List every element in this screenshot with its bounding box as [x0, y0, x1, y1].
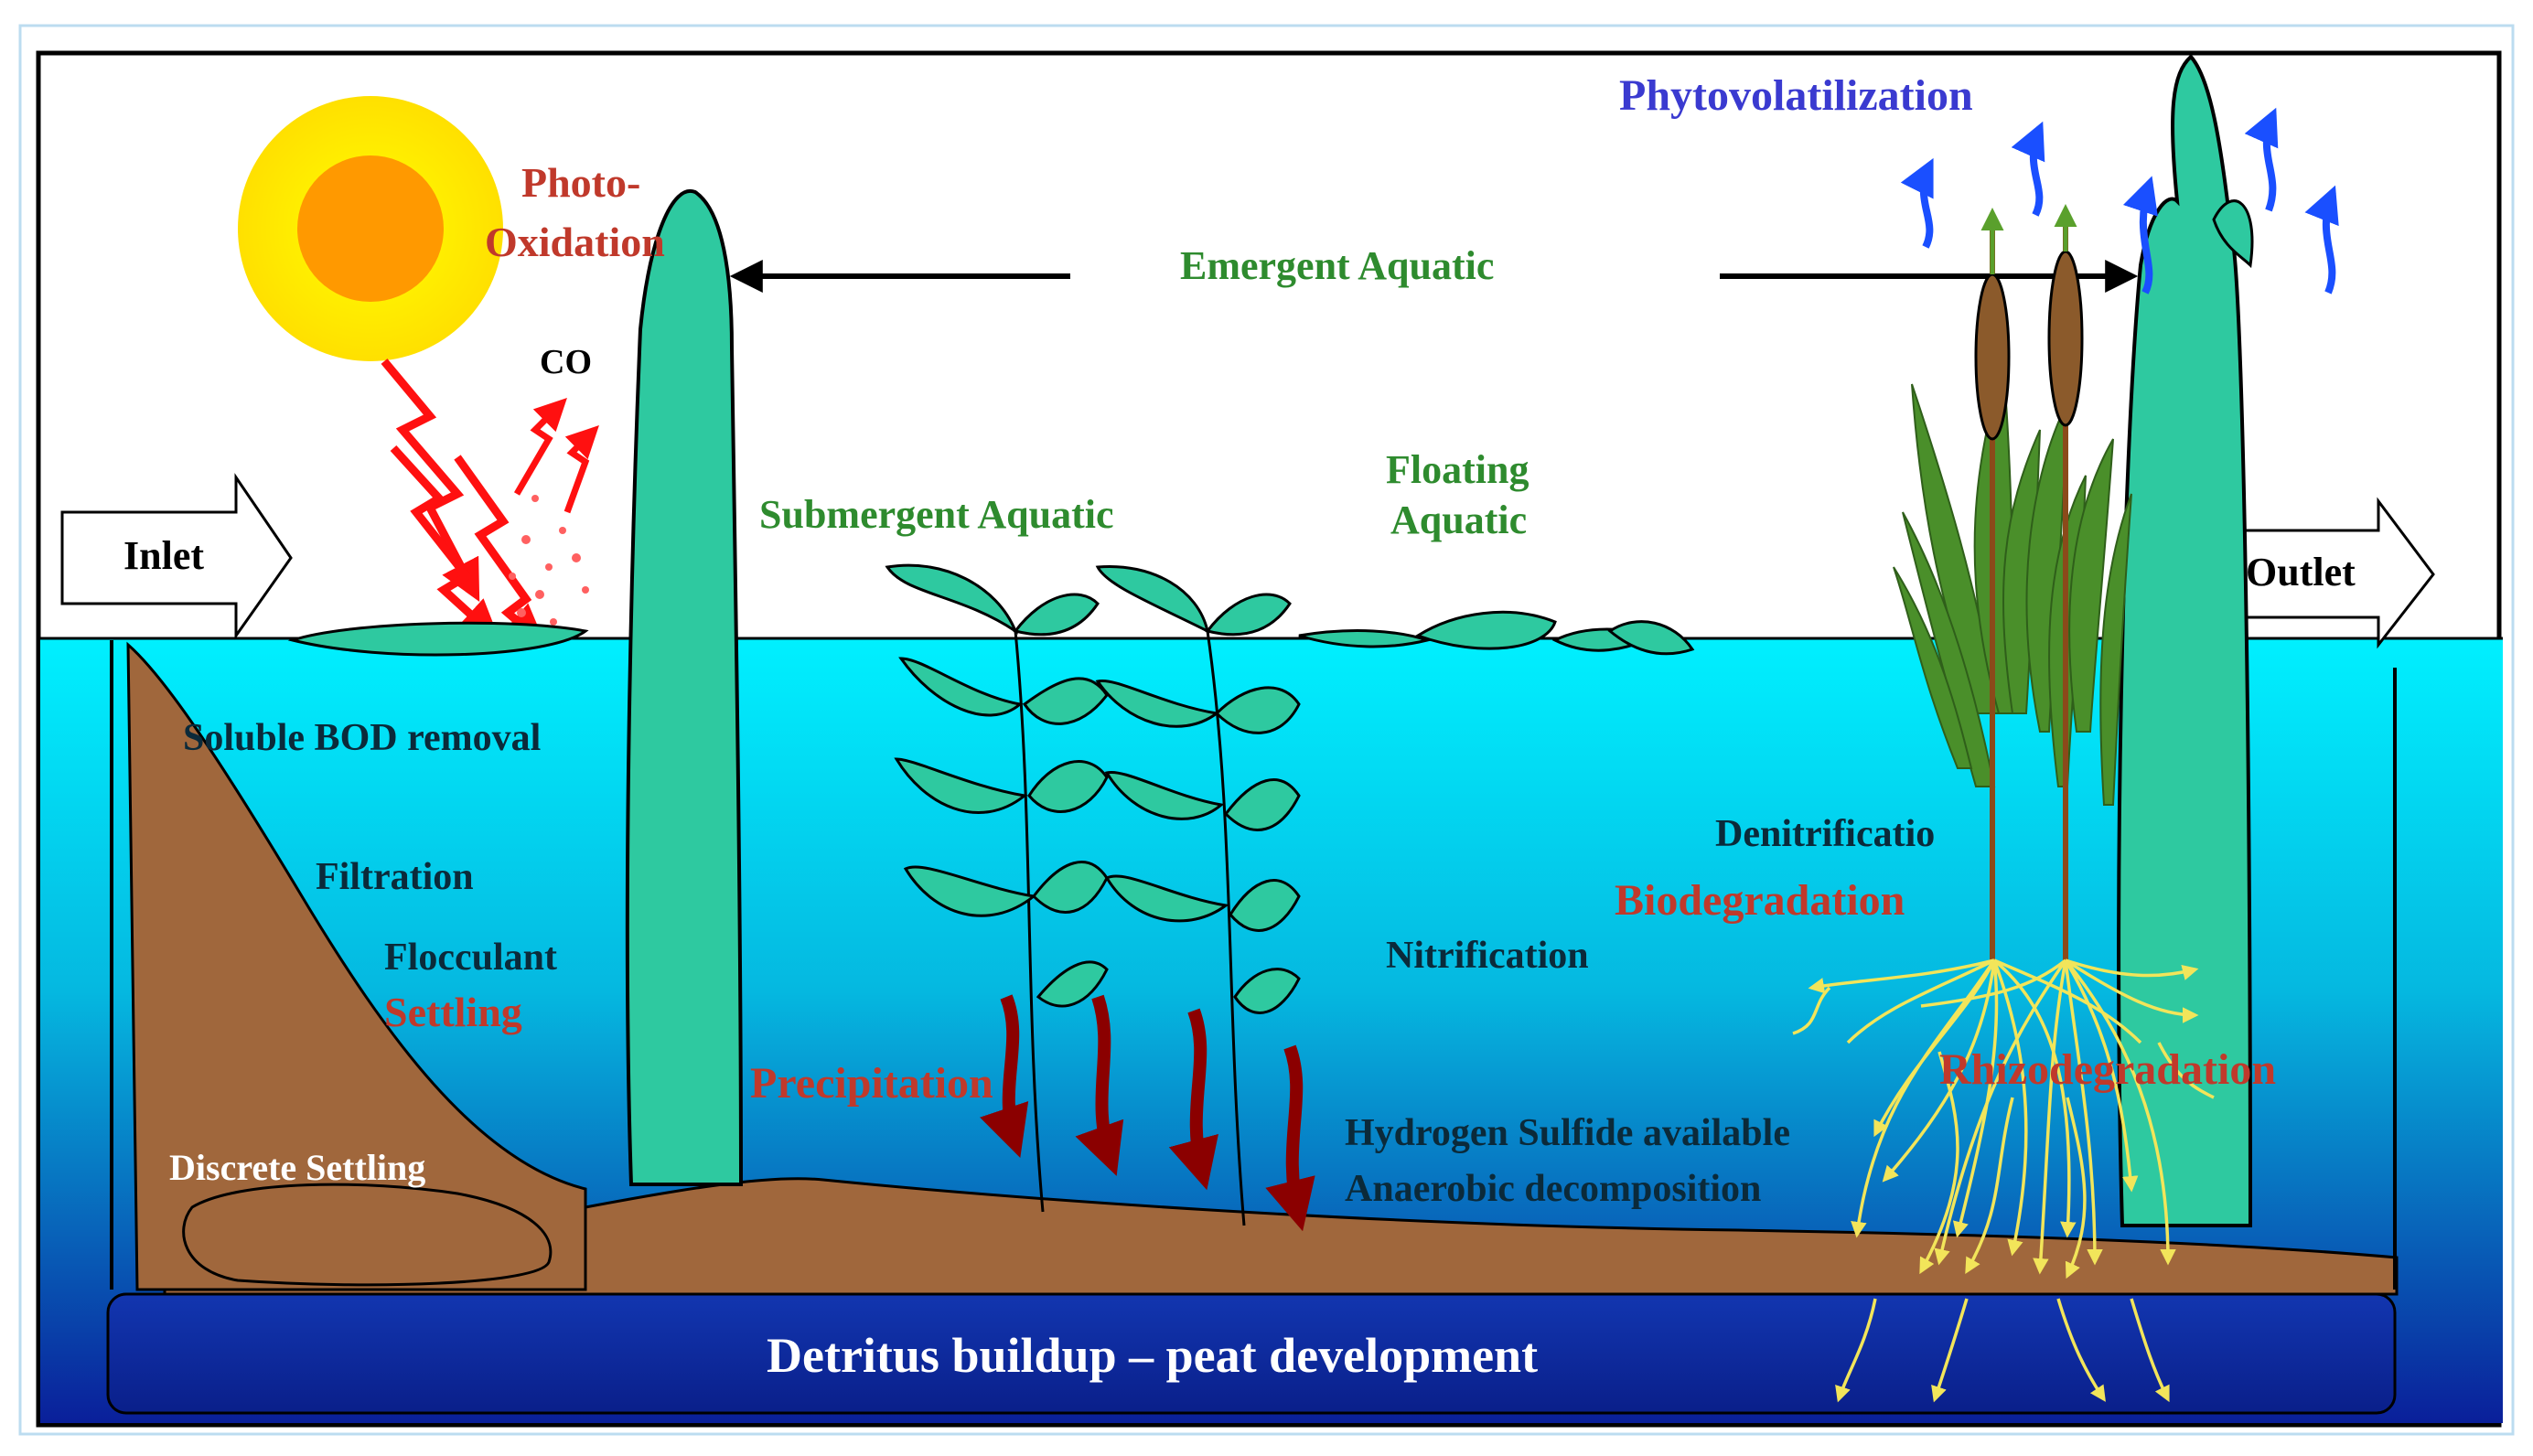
sun-core — [297, 155, 444, 302]
floating-aquatic-label-1: Floating — [1386, 447, 1529, 492]
rhizodegradation-label: Rhizodegradation — [1939, 1045, 2276, 1094]
co-label: CO — [540, 343, 592, 381]
detritus-buildup-label: Detritus buildup – peat development — [767, 1328, 1538, 1383]
submergent-plants — [885, 563, 1301, 1226]
root-system — [1792, 958, 2215, 1403]
inlet-arrow-icon — [60, 473, 293, 640]
floating-plants — [1298, 610, 1695, 656]
co-release-arrows-icon — [513, 398, 599, 514]
settling-label: Settling — [384, 989, 522, 1035]
floating-aquatic-label-2: Aquatic — [1390, 498, 1527, 542]
phytovolatilization-label: Phytovolatilization — [1619, 71, 1973, 120]
cattail-head-right — [2047, 250, 2084, 427]
filtration-label: Filtration — [316, 856, 474, 898]
co-bubbles — [504, 495, 589, 644]
inlet-label: Inlet — [123, 533, 204, 578]
precipitation-arrows-icon — [980, 994, 1315, 1232]
algae-mat — [287, 621, 589, 657]
photo-oxidation-label-1: Photo- — [521, 159, 640, 206]
outlet-label: Outlet — [2246, 550, 2356, 594]
emergent-aquatic-label: Emergent Aquatic — [1180, 243, 1494, 288]
anaerobic-decomposition-label: Anaerobic decomposition — [1345, 1168, 1761, 1210]
emergent-plant-left — [625, 188, 744, 1186]
biodegradation-label: Biodegradation — [1615, 876, 1905, 925]
cattail-head-left — [1974, 273, 2011, 441]
inlet-sediment-pile — [126, 641, 587, 1291]
nitrification-label: Nitrification — [1386, 935, 1589, 977]
cattail-plants — [1893, 204, 2132, 960]
discrete-settling-label: Discrete Settling — [169, 1147, 425, 1188]
denitrification-label: Denitrificatio — [1715, 813, 1935, 855]
hydrogen-sulfide-label: Hydrogen Sulfide available — [1345, 1112, 1790, 1154]
sunlight-rays-icon — [381, 359, 546, 646]
submergent-aquatic-label: Submergent Aquatic — [759, 492, 1113, 537]
emergent-leaf-tip — [2212, 199, 2254, 269]
phytovolatilization-arrows-icon — [1900, 107, 2339, 294]
flocculant-label: Flocculant — [384, 937, 557, 979]
precipitation-label: Precipitation — [750, 1059, 993, 1108]
soluble-bod-removal-label: Soluble BOD removal — [183, 717, 541, 759]
sediment-rock — [182, 1183, 553, 1287]
photo-oxidation-label-2: Oxidation — [485, 219, 665, 265]
